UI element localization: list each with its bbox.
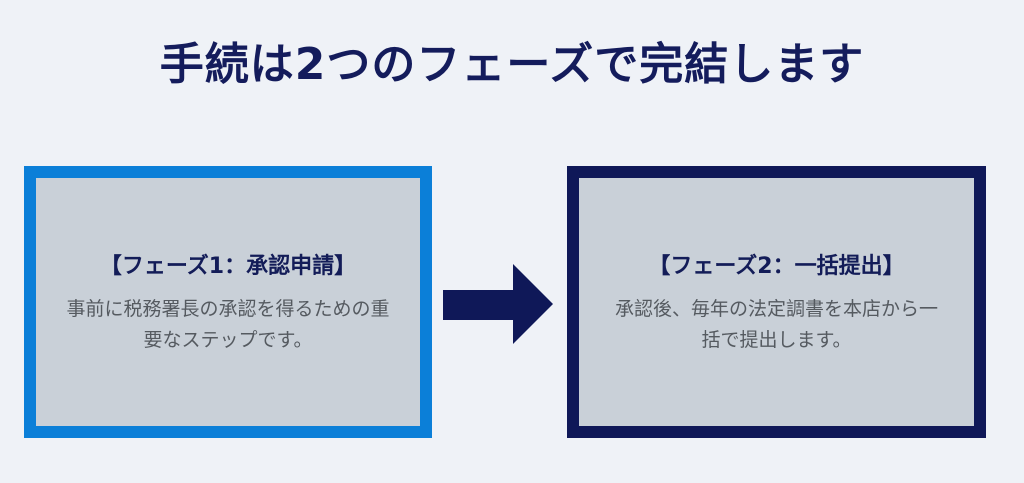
phase-2-description: 承認後、毎年の法定調書を本店から一括で提出します。 bbox=[614, 298, 938, 351]
right-arrow-icon bbox=[443, 264, 553, 344]
phase-1-description: 事前に税務署長の承認を得るための重要なステップです。 bbox=[66, 298, 390, 351]
phase-2-box: 【フェーズ2：一括提出】 承認後、毎年の法定調書を本店から一括で提出します。 bbox=[567, 166, 986, 438]
phase-2-heading: 【フェーズ2：一括提出】 bbox=[648, 254, 905, 279]
phase-1-heading: 【フェーズ1：承認申請】 bbox=[99, 254, 357, 279]
slide-title: 手続は2つのフェーズで完結します bbox=[159, 39, 865, 90]
phase-1-box: 【フェーズ1：承認申請】 事前に税務署長の承認を得るための重要なステップです。 bbox=[24, 166, 432, 438]
